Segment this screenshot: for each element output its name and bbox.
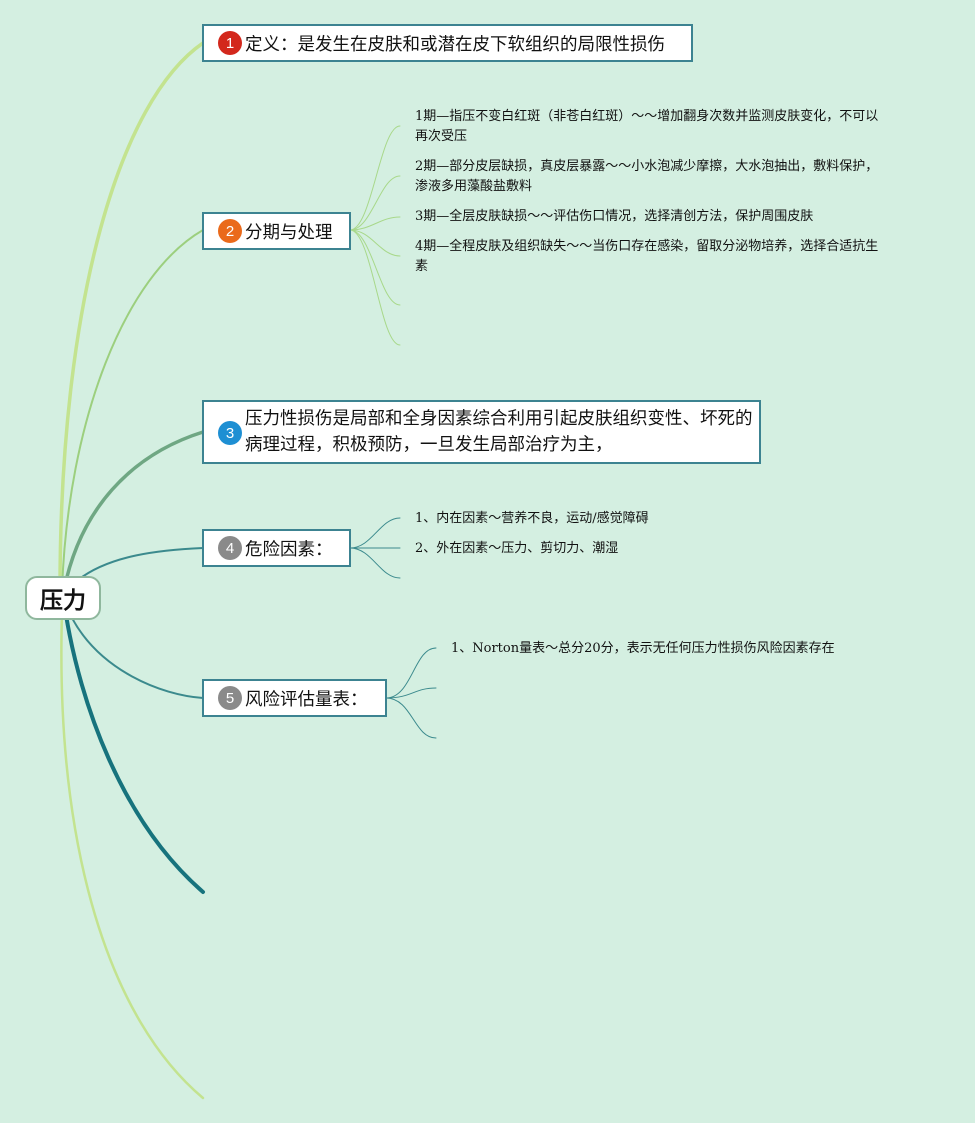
stage-1-line-1: 1期—指压不变白红斑（非苍白红斑）～～增加翻身次数并监测皮肤变化，不可以	[415, 109, 879, 124]
scale-leaf-connectors	[385, 647, 437, 739]
topic-risk-scales-label: 风险评估量表：	[245, 689, 368, 710]
topic-stages[interactable]: 2 分期与处理	[202, 212, 351, 250]
branch-connector-stages	[61, 229, 204, 591]
branch-connector-risk-factors	[77, 547, 204, 581]
number-4-badge-icon: 4	[218, 536, 242, 560]
topic-pathology[interactable]: 3 压力性损伤是局部和全身因素综合利用引起皮肤组织变性、坏死的病理过程，积极预防…	[202, 400, 761, 464]
branch-connector-empty-teal	[64, 613, 205, 894]
branch-connector-risk-scales	[71, 617, 204, 699]
topic-risk-scales[interactable]: 5 风险评估量表：	[202, 679, 387, 717]
number-1-badge-icon: 1	[218, 31, 242, 55]
stage-2-leaf[interactable]: 2期—部分皮层缺损，真皮层暴露～～小水泡减少摩擦，大水泡抽出，敷料保护， 渗液多…	[415, 157, 878, 197]
topic-stages-label: 分期与处理	[245, 222, 333, 243]
stage-4-leaf[interactable]: 4期—全程皮肤及组织缺失～～当伤口存在感染，留取分泌物培养，选择合适抗生 素	[415, 237, 878, 277]
topic-definition[interactable]: 1 定义：是发生在皮肤和或潜在皮下软组织的局限性损伤	[202, 24, 693, 62]
number-3-badge-icon: 3	[218, 421, 242, 445]
stage-1-line-2: 再次受压	[415, 129, 468, 144]
risk-factor-intrinsic-leaf[interactable]: 1、内在因素～营养不良，运动/感觉障碍	[415, 511, 649, 526]
scale-norton-leaf[interactable]: 1、Norton量表～总分20分，表示无任何压力性损伤风险因素存在	[451, 641, 835, 656]
topic-pathology-label: 压力性损伤是局部和全身因素综合利用引起皮肤组织变性、坏死的病理过程，积极预防，一…	[245, 409, 753, 455]
stage-2-line-2: 渗液多用藻酸盐敷料	[415, 179, 533, 194]
risk-leaf-connectors	[349, 517, 401, 579]
stage-3-leaf[interactable]: 3期—全层皮肤缺损～～评估伤口情况，选择清创方法，保护周围皮肤	[415, 207, 813, 227]
stage-3-line-1: 3期—全层皮肤缺损～～评估伤口情况，选择清创方法，保护周围皮肤	[415, 209, 814, 224]
branch-connector-empty-bottom	[60, 610, 205, 1100]
stage-2-line-1: 2期—部分皮层缺损，真皮层暴露～～小水泡减少摩擦，大水泡抽出，敷料保护，	[415, 159, 879, 174]
number-2-badge-icon: 2	[218, 219, 242, 243]
stage-1-leaf[interactable]: 1期—指压不变白红斑（非苍白红斑）～～增加翻身次数并监测皮肤变化，不可以 再次受…	[415, 107, 878, 147]
root-topic[interactable]: 压力	[25, 576, 101, 620]
topic-risk-factors-label: 危险因素：	[245, 539, 333, 560]
topic-definition-label: 定义：是发生在皮肤和或潜在皮下软组织的局限性损伤	[245, 34, 665, 55]
branch-connector-pathology	[62, 430, 205, 592]
risk-factor-extrinsic-leaf[interactable]: 2、外在因素～压力、剪切力、潮湿	[415, 541, 619, 556]
stage-4-line-1: 4期—全程皮肤及组织缺失～～当伤口存在感染，留取分泌物培养，选择合适抗生	[415, 239, 879, 254]
branch-connector-definition	[58, 41, 205, 592]
stage-4-line-2: 素	[415, 259, 429, 274]
topic-risk-factors[interactable]: 4 危险因素：	[202, 529, 351, 567]
stage-leaf-connectors	[349, 125, 401, 346]
number-5-badge-icon: 5	[218, 686, 242, 710]
